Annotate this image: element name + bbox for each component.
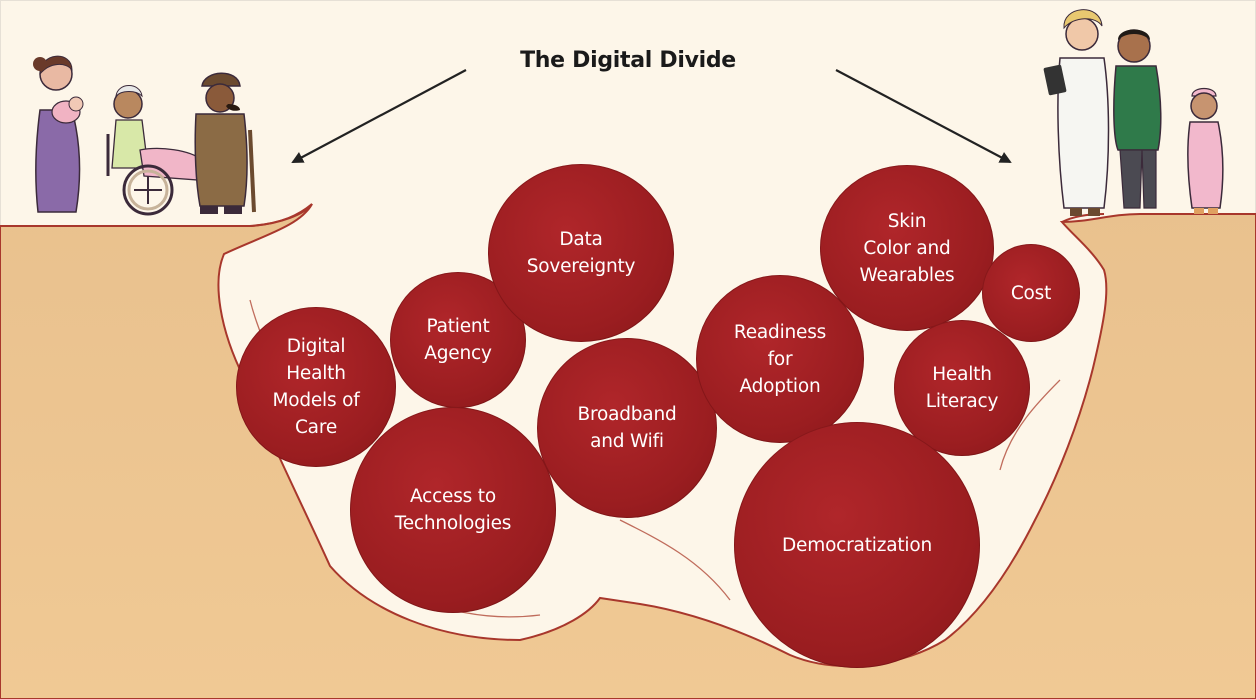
patients-family-illustration bbox=[33, 55, 256, 216]
bubble-digital-health-models-of-care: Digital Health Models of Care bbox=[236, 307, 396, 467]
bubble-label: Data Sovereignty bbox=[526, 229, 636, 277]
bubble-broadband-and-wifi: Broadband and Wifi bbox=[537, 338, 717, 518]
cliff-ground bbox=[0, 203, 1256, 699]
arrow-left bbox=[291, 69, 467, 163]
bubble-health-literacy: Health Literacy bbox=[894, 320, 1030, 456]
bubble-label: Readiness for Adoption bbox=[733, 321, 827, 397]
bubble-access-to-technologies: Access to Technologies bbox=[350, 407, 556, 613]
cliff-edge-right bbox=[1061, 213, 1105, 223]
clinicians-illustration bbox=[1043, 9, 1224, 216]
bubble-label: Digital Health Models of Care bbox=[272, 336, 360, 438]
bubble-cost: Cost bbox=[982, 244, 1080, 342]
bubble-label: Health Literacy bbox=[925, 364, 999, 412]
bubble-label: Cost bbox=[1010, 282, 1052, 304]
bubble-democratization: Democratization bbox=[734, 422, 980, 668]
bubble-label: Patient Agency bbox=[424, 316, 492, 364]
bubble-label: Access to Technologies bbox=[394, 486, 512, 534]
bubble-label: Skin Color and Wearables bbox=[859, 210, 955, 286]
bubble-data-sovereignty: Data Sovereignty bbox=[488, 164, 674, 342]
arrow-right bbox=[835, 69, 1012, 163]
cliff-edge-left bbox=[249, 203, 313, 227]
bubble-readiness-for-adoption: Readiness for Adoption bbox=[696, 275, 864, 443]
bubble-skin-color-and-wearables: Skin Color and Wearables bbox=[820, 165, 994, 331]
bubble-label: Broadband and Wifi bbox=[577, 404, 677, 452]
diagram-title: The Digital Divide bbox=[520, 48, 736, 73]
bubble-label: Democratization bbox=[782, 534, 932, 556]
